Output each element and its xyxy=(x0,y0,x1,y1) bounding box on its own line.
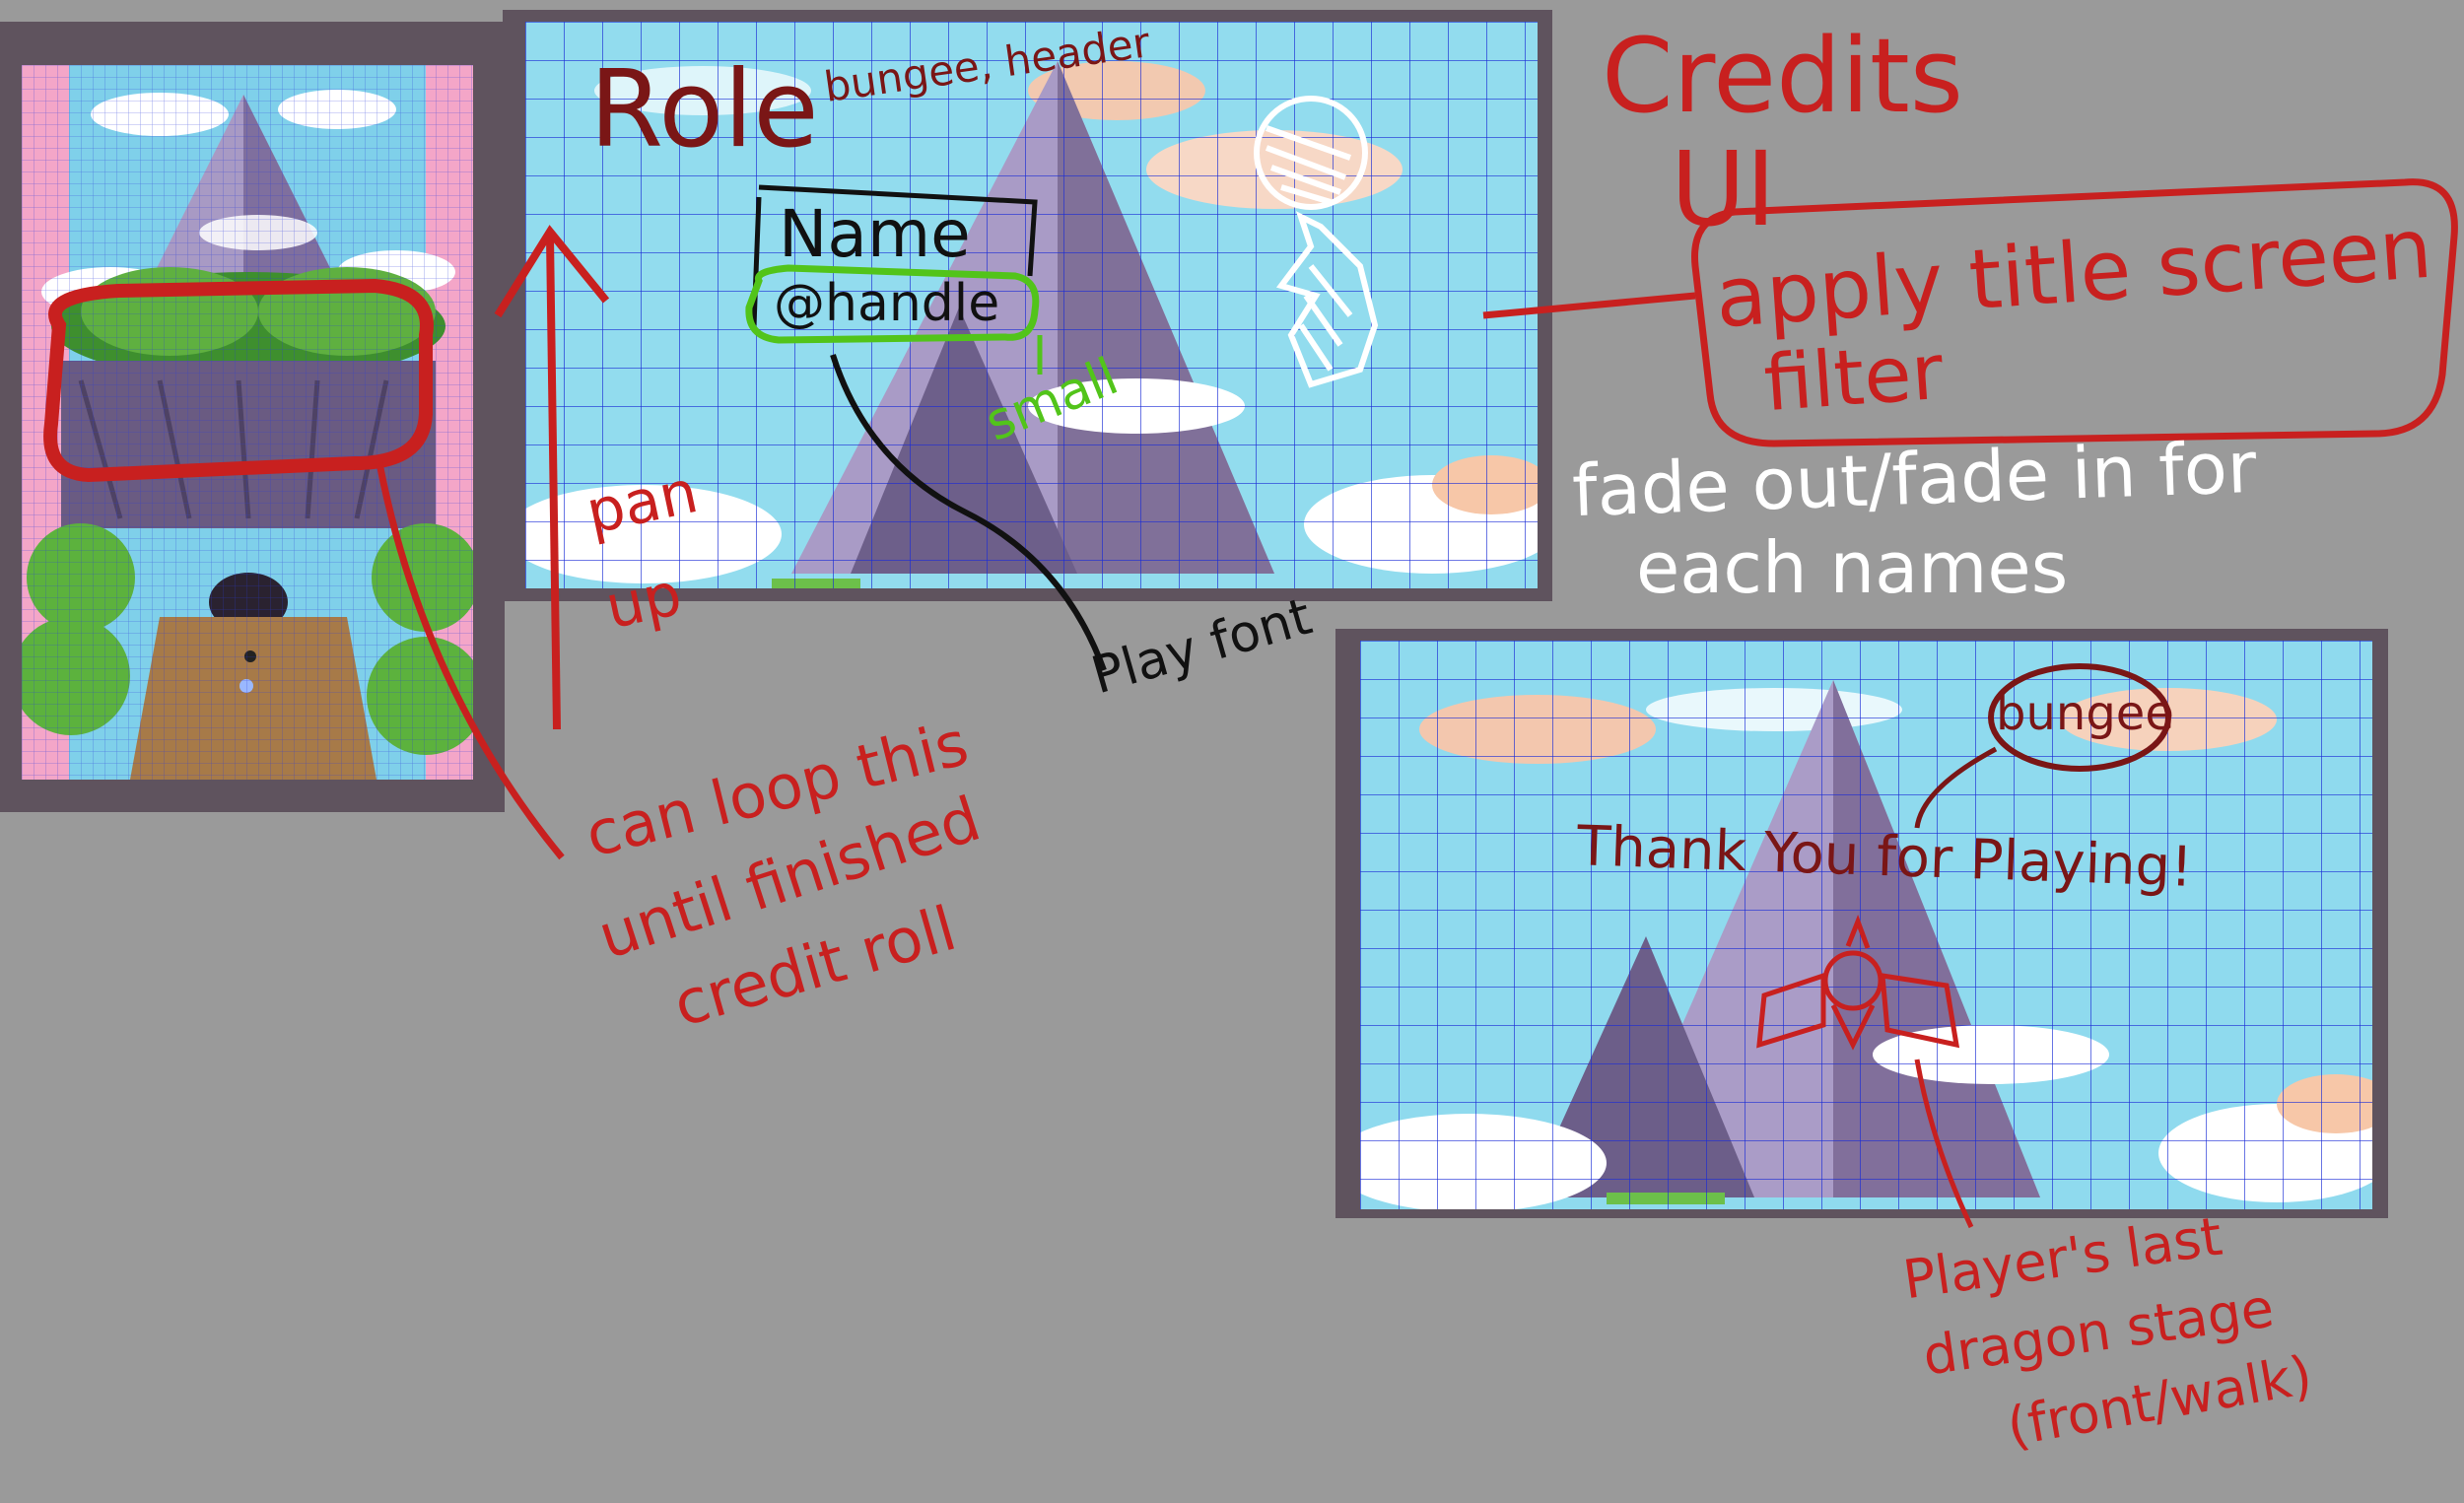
handle-placeholder-label: @handle xyxy=(774,274,1000,333)
bottom-scene-mockup xyxy=(1360,641,2372,1209)
pan-up-note-line2: up xyxy=(599,559,688,644)
bungee-note-circle xyxy=(1988,663,2171,772)
character-placeholder-sketch xyxy=(1254,96,1379,388)
handle-box-outline xyxy=(745,264,1040,344)
filter-note-pointer xyxy=(1482,292,1696,319)
name-box-outline xyxy=(751,184,1038,326)
credits-ui-title-line1: Credits xyxy=(1602,16,1963,136)
fade-note-line2: each names xyxy=(1636,526,2069,609)
credits-ui-title-line2: UI xyxy=(1671,129,1776,249)
left-scene-mockup xyxy=(22,65,473,780)
dragon-placeholder-sketch xyxy=(1756,915,1960,1051)
loop-region-highlight xyxy=(43,278,434,483)
filter-note-line2: filter xyxy=(1761,327,1947,430)
filter-note-box xyxy=(1691,178,2458,447)
pan-up-arrow xyxy=(546,236,561,730)
thank-you-font-note: bungee xyxy=(1996,686,2174,741)
role-header-label: Role xyxy=(589,48,819,171)
dragon-note-pointer xyxy=(1914,1059,1974,1229)
loop-note-pointer xyxy=(376,462,565,860)
play-font-pointer xyxy=(830,354,1107,672)
name-placeholder-label: Name xyxy=(779,196,971,272)
